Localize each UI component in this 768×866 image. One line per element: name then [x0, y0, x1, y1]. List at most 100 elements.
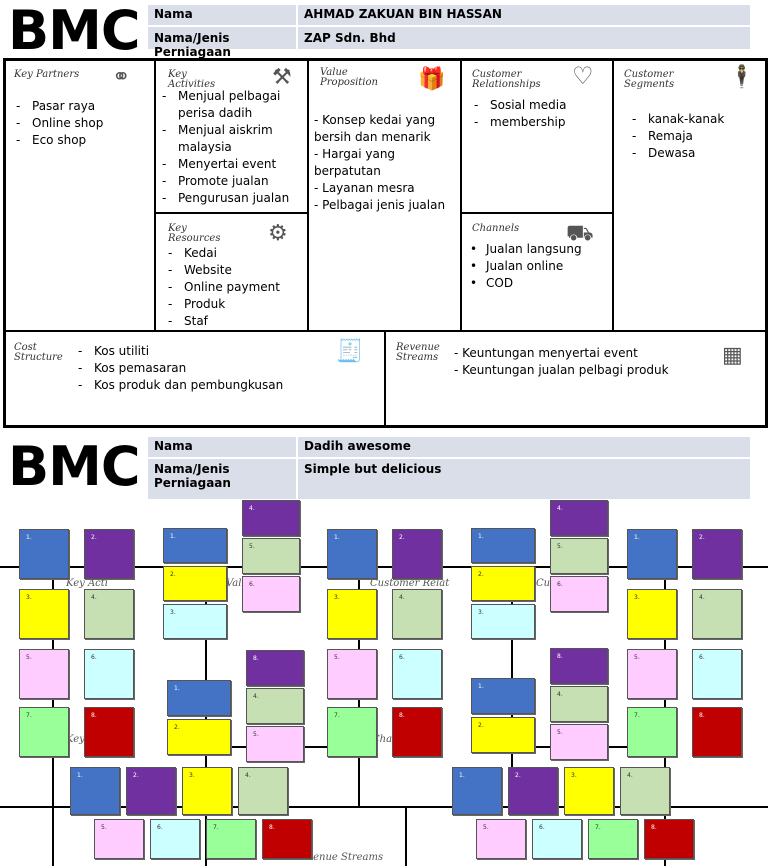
sticky-note: 7.	[19, 707, 69, 757]
sticky-note-number: 3.	[478, 609, 484, 616]
sticky-note: 1.	[471, 678, 535, 714]
divider	[405, 806, 407, 866]
header-business-value: ZAP Sdn. Bhd	[298, 27, 750, 49]
sticky-note: 8.	[246, 650, 304, 686]
list-item: - Hargai yang berpatutan	[314, 147, 396, 178]
header-name-value: AHMAD ZAKUAN BIN HASSAN	[298, 5, 750, 25]
sticky-note-number: 1.	[334, 534, 340, 541]
key-activities-list: Menjual pelbagai perisa dadih Menjual ai…	[160, 88, 306, 207]
customer-relationships-list: Sosial media membership	[472, 97, 610, 131]
bmc-logo: BMC	[8, 0, 141, 62]
sticky-note: 3.	[327, 589, 377, 639]
key-partners-title: Key Partners	[14, 69, 80, 80]
bmc-logo: BMC	[8, 435, 141, 498]
divider	[460, 60, 462, 332]
customer-relationships-title: Customer Relat	[370, 578, 450, 589]
sticky-note-number: 8.	[699, 712, 705, 719]
sticky-note-number: 3.	[634, 594, 640, 601]
sticky-note: 3.	[471, 604, 535, 639]
sticky-note: 1.	[70, 767, 120, 815]
sticky-note-number: 3.	[571, 772, 577, 779]
sticky-note-number: 8.	[557, 653, 563, 660]
sticky-note-number: 1.	[26, 534, 32, 541]
sticky-note: 8.	[692, 707, 742, 757]
sticky-note-number: 2.	[399, 534, 405, 541]
sticky-note: 8.	[84, 707, 134, 757]
header-name-label: Nama	[148, 5, 296, 25]
sticky-note: 7.	[627, 707, 677, 757]
divider	[205, 566, 207, 866]
channels-title: Cha	[372, 734, 393, 745]
list-item: Kos produk dan pembungkusan	[76, 377, 376, 394]
sticky-note-number: 4.	[91, 594, 97, 601]
sticky-note-number: 8.	[269, 824, 275, 831]
key-resources-list: Kedai Website Online payment Produk Staf	[166, 245, 306, 330]
factory-worker-icon: ⚙	[268, 220, 288, 245]
list-item: Menjual pelbagai perisa dadih	[160, 88, 306, 122]
sticky-note: 4.	[550, 686, 608, 722]
sticky-note-number: 6.	[91, 654, 97, 661]
key-partners-list: Pasar raya Online shop Eco shop	[14, 98, 152, 149]
list-item: membership	[472, 114, 610, 131]
sticky-note-number: 4.	[557, 691, 563, 698]
sticky-note-number: 3.	[26, 594, 32, 601]
cost-structure-list: Kos utiliti Kos pemasaran Kos produk dan…	[76, 343, 376, 394]
key-activities-title: Key Activities	[168, 69, 216, 90]
sticky-note: 5.	[242, 538, 300, 574]
sticky-note: 7.	[327, 707, 377, 757]
sticky-note: 2.	[692, 529, 742, 579]
sticky-note-number: 5.	[557, 543, 563, 550]
person-icon: 🕴	[728, 64, 756, 89]
sticky-note-number: 2.	[515, 772, 521, 779]
sticky-note-number: 2.	[91, 534, 97, 541]
header-business-label: Nama/Jenis Perniagaan	[148, 27, 296, 59]
sticky-note: 5.	[94, 819, 144, 859]
sticky-note: 8.	[262, 819, 312, 859]
list-item: - Pelbagai jenis jualan	[314, 198, 446, 212]
sticky-note-number: 5.	[253, 731, 259, 738]
sticky-note-number: 8.	[651, 824, 657, 831]
sticky-note-number: 3.	[189, 772, 195, 779]
sticky-note: 2.	[392, 529, 442, 579]
divider	[461, 212, 613, 214]
worker-icon: ⚒	[272, 64, 292, 89]
sticky-note: 1.	[327, 529, 377, 579]
revenue-streams-title: Revenue Streams	[294, 852, 384, 863]
sticky-note-number: 5.	[101, 824, 107, 831]
sticky-note: 4.	[84, 589, 134, 639]
sticky-note: 7.	[588, 819, 638, 859]
list-item: Promote jualan	[160, 173, 306, 190]
divider	[0, 566, 768, 568]
sticky-note-number: 3.	[334, 594, 340, 601]
list-item: Jualan online	[468, 258, 608, 275]
channels-title: Channels	[472, 223, 520, 234]
sticky-note-number: 7.	[595, 824, 601, 831]
header-business-value: Simple but delicious	[298, 459, 750, 499]
sticky-note-number: 5.	[634, 654, 640, 661]
list-item: - Konsep kedai yang bersih dan menarik	[314, 113, 436, 144]
sticky-note-number: 1.	[478, 533, 484, 540]
sticky-note: 4.	[242, 500, 300, 536]
sticky-note: 3.	[163, 604, 227, 639]
list-item: - Layanan mesra	[314, 181, 415, 195]
sticky-note-number: 6.	[557, 581, 563, 588]
sticky-note-number: 4.	[557, 505, 563, 512]
sticky-note: 6.	[692, 649, 742, 699]
sticky-note: 5.	[550, 724, 608, 760]
list-item: Staf	[166, 313, 306, 330]
sticky-note: 4.	[238, 767, 288, 815]
sticky-note-number: 2.	[478, 571, 484, 578]
sticky-note: 5.	[19, 649, 69, 699]
divider	[612, 60, 614, 332]
sticky-note: 5.	[627, 649, 677, 699]
sticky-note-number: 7.	[634, 712, 640, 719]
sticky-note-number: 2.	[133, 772, 139, 779]
sticky-note: 2.	[84, 529, 134, 579]
list-item: Produk	[166, 296, 306, 313]
sticky-note-number: 1.	[170, 533, 176, 540]
sticky-note: 1.	[627, 529, 677, 579]
sticky-note: 3.	[182, 767, 232, 815]
sticky-note: 4.	[620, 767, 670, 815]
truck-icon: ⛟	[566, 220, 594, 245]
sticky-note-number: 8.	[399, 712, 405, 719]
